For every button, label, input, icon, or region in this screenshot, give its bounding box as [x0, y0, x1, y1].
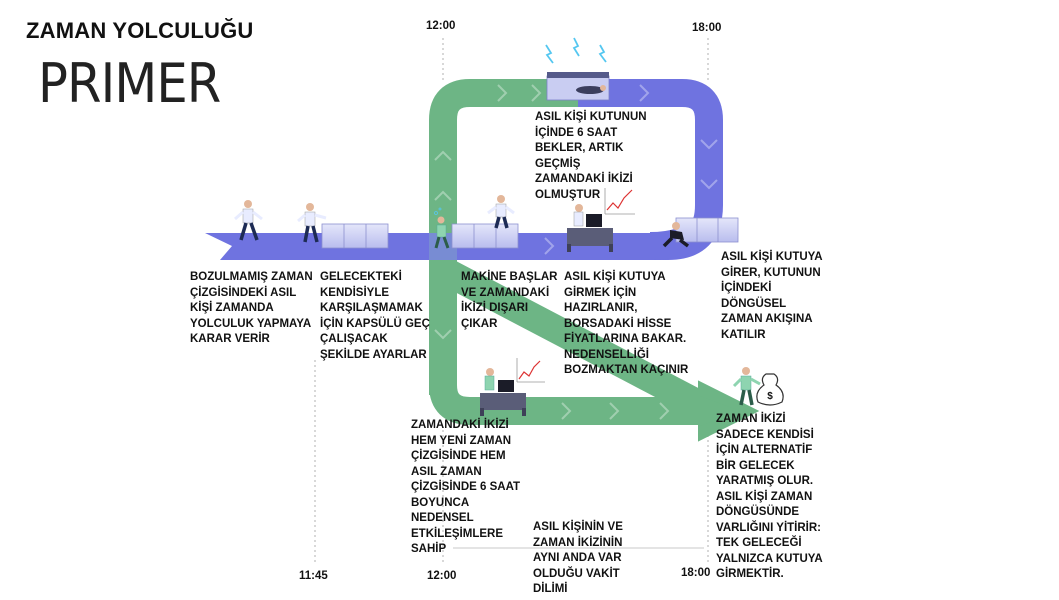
label-enters-box: ASIL KİŞİ KUTUYA GİRER, KUTUNUN İÇİNDEKİ…: [721, 251, 823, 341]
time-guides: [314, 38, 709, 565]
computer-desk-icon: [567, 204, 613, 252]
green-track-arrowhead: [700, 396, 740, 426]
stock-chart-icon: [604, 188, 635, 215]
time-label-bottom-1145: 11:45: [299, 570, 328, 582]
time-label-top-1200: 12:00: [426, 20, 456, 32]
label-box-wait: ASIL KİŞİ KUTUNUN İÇİNDE 6 SAAT BEKLER, …: [535, 111, 647, 201]
stock-chart-icon: [516, 358, 545, 383]
person-figure-icon: [434, 216, 450, 249]
time-box-icon: [675, 217, 739, 243]
bubbles-decoration: [434, 207, 442, 215]
track-chevrons: [434, 84, 718, 420]
time-box-icon: [546, 72, 610, 101]
page-title: ZAMAN YOLCULUĞU: [26, 18, 254, 43]
time-label-top-1800: 18:00: [692, 22, 722, 34]
label-setup: GELECEKTEKİ KENDİSİYLE KARŞILAŞMAMAK İÇİ…: [320, 271, 430, 361]
label-decide: BOZULMAMIŞ ZAMAN ÇİZGİSİNDEKİ ASIL KİŞİ …: [190, 271, 313, 345]
label-future: ZAMAN İKİZİ SADECE KENDİSİ İÇİN ALTERNAT…: [716, 413, 823, 580]
person-figure-icon: [234, 200, 263, 241]
svg-text:$: $: [767, 391, 773, 402]
label-stock: ASIL KİŞİ KUTUYA GİRMEK İÇİN HAZIRLANIR,…: [564, 271, 689, 376]
person-figure-icon: [487, 195, 515, 229]
time-label-bottom-1800: 18:00: [681, 567, 711, 579]
computer-desk-icon: [480, 368, 526, 416]
time-box-icon: [321, 223, 389, 249]
page-subtitle: PRIMER: [38, 52, 221, 115]
label-twin-interacts: ZAMANDAKİ İKİZİ HEM YENİ ZAMAN ÇİZGİSİND…: [411, 419, 521, 555]
person-figure-icon: [662, 222, 690, 248]
money-bag-icon: $: [756, 373, 784, 406]
person-figure-icon: [732, 367, 761, 406]
label-machine-start: MAKİNE BAŞLAR VE ZAMANDAKİ İKİZİ DIŞARI …: [461, 271, 558, 330]
person-figure-icon: [297, 203, 327, 243]
time-label-bottom-1200: 12:00: [427, 570, 457, 582]
green-track-upper: [429, 79, 578, 395]
lightning-icon: [545, 37, 607, 64]
label-coexist: ASIL KİŞİNİN VE ZAMAN İKİZİNİN AYNI ANDA…: [533, 521, 623, 595]
